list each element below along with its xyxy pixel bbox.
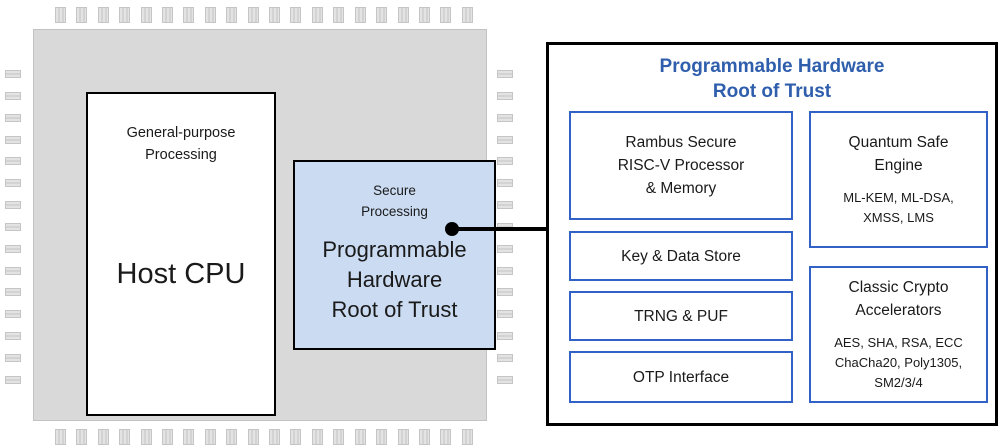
host-soc-chip: General-purpose Processing Host CPU Secu…: [33, 29, 496, 421]
chip-pin: [119, 429, 131, 445]
chip-pin: [497, 266, 513, 275]
chip-pin: [397, 7, 409, 23]
chip-pin: [290, 7, 302, 23]
chip-pin: [162, 429, 174, 445]
chip-pin: [76, 429, 88, 445]
panel-title: Programmable Hardware Root of Trust: [659, 56, 885, 102]
block-trng-puf: TRNG & PUF: [569, 291, 793, 341]
chip-pin: [397, 429, 409, 445]
chip-pin: [5, 157, 21, 166]
chip-pin: [440, 7, 452, 23]
chip-pin: [55, 429, 66, 445]
chip-pin: [333, 7, 345, 23]
chip-pin: [418, 429, 430, 445]
chip-pin: [247, 7, 259, 23]
chip-pin: [5, 310, 21, 319]
chip-pin: [269, 7, 281, 23]
chip-pin: [5, 353, 21, 362]
secure-processing-block: Secure Processing Programmable Hardware …: [293, 160, 496, 350]
chip-pin: [140, 7, 152, 23]
chip-pin: [5, 244, 21, 253]
block-classic-crypto-title: Classic Crypto Accelerators: [848, 279, 949, 319]
chip-pin: [119, 7, 131, 23]
connector-dot: [445, 222, 459, 236]
chip-pin: [497, 201, 513, 210]
block-riscv-processor: Rambus Secure RISC-V Processor & Memory: [569, 111, 793, 220]
chip-pin: [204, 7, 216, 23]
chip-pin: [140, 429, 152, 445]
chip-pin: [76, 7, 88, 23]
chip-pin: [183, 429, 195, 445]
block-otp-interface-label: OTP Interface: [632, 368, 730, 386]
chip-pin: [5, 135, 21, 144]
chip-pin: [440, 429, 452, 445]
host-cpu-title: Host CPU: [116, 258, 246, 290]
chip-pin: [5, 222, 21, 231]
chip-pin: [5, 375, 21, 384]
block-classic-crypto-accelerators: Classic Crypto Accelerators AES, SHA, RS…: [809, 266, 988, 403]
block-trng-puf-label: TRNG & PUF: [634, 307, 728, 325]
secure-processing-subtitle: Secure Processing: [361, 183, 428, 219]
chip-pins-top: [55, 7, 473, 23]
chip-pin: [269, 429, 281, 445]
block-key-data-store-label: Key & Data Store: [621, 247, 741, 265]
chip-pin: [5, 201, 21, 210]
block-quantum-safe-engine-algorithms: ML-KEM, ML-DSA, XMSS, LMS: [843, 190, 954, 225]
block-riscv-label: Rambus Secure RISC-V Processor & Memory: [617, 134, 745, 197]
chip-pin: [5, 179, 21, 188]
chip-pin: [376, 7, 388, 23]
chip-pin: [497, 244, 513, 253]
chip-pin: [226, 7, 238, 23]
block-quantum-safe-engine-title: Quantum Safe Engine: [848, 134, 949, 174]
chip-pin: [461, 429, 473, 445]
chip-pin: [376, 429, 388, 445]
chip-pin: [5, 288, 21, 297]
chip-pin: [226, 429, 238, 445]
chip-pin: [497, 113, 513, 122]
chip-pin: [5, 113, 21, 122]
chip-pin: [247, 429, 259, 445]
block-otp-interface: OTP Interface: [569, 351, 793, 403]
chip-pin: [5, 266, 21, 275]
chip-pin: [162, 7, 174, 23]
chip-pin: [311, 7, 323, 23]
chip-pin: [497, 157, 513, 166]
chip-pin: [461, 7, 473, 23]
chip-pin: [497, 332, 513, 341]
chip-pin: [497, 288, 513, 297]
connector-line: [450, 227, 548, 231]
chip-pin: [290, 429, 302, 445]
chip-pin: [497, 179, 513, 188]
chip-pin: [97, 429, 109, 445]
chip-pin: [333, 429, 345, 445]
block-key-data-store: Key & Data Store: [569, 231, 793, 281]
root-of-trust-panel: Programmable Hardware Root of Trust Ramb…: [546, 42, 998, 426]
chip-pin: [497, 375, 513, 384]
chip-pins-right: [497, 70, 513, 384]
host-cpu-subtitle: General-purpose Processing: [126, 125, 236, 163]
block-quantum-safe-engine: Quantum Safe Engine ML-KEM, ML-DSA, XMSS…: [809, 111, 988, 248]
chip-pin: [497, 70, 513, 78]
chip-pin: [55, 7, 66, 23]
chip-pin: [354, 429, 366, 445]
chip-pin: [497, 310, 513, 319]
chip-pin: [97, 7, 109, 23]
chip-pin: [311, 429, 323, 445]
chip-pin: [183, 7, 195, 23]
chip-pin: [204, 429, 216, 445]
host-cpu-block: General-purpose Processing Host CPU: [86, 92, 276, 416]
chip-pin: [497, 91, 513, 100]
secure-processing-title: Programmable Hardware Root of Trust: [322, 237, 467, 322]
chip-pins-bottom: [55, 429, 473, 445]
chip-pins-left: [5, 70, 21, 384]
chip-pin: [497, 353, 513, 362]
chip-pin: [5, 332, 21, 341]
chip-pin: [418, 7, 430, 23]
chip-pin: [354, 7, 366, 23]
chip-pin: [497, 135, 513, 144]
chip-pin: [5, 91, 21, 100]
block-classic-crypto-algorithms: AES, SHA, RSA, ECC ChaCha20, Poly1305, S…: [834, 335, 963, 390]
chip-pin: [5, 70, 21, 78]
